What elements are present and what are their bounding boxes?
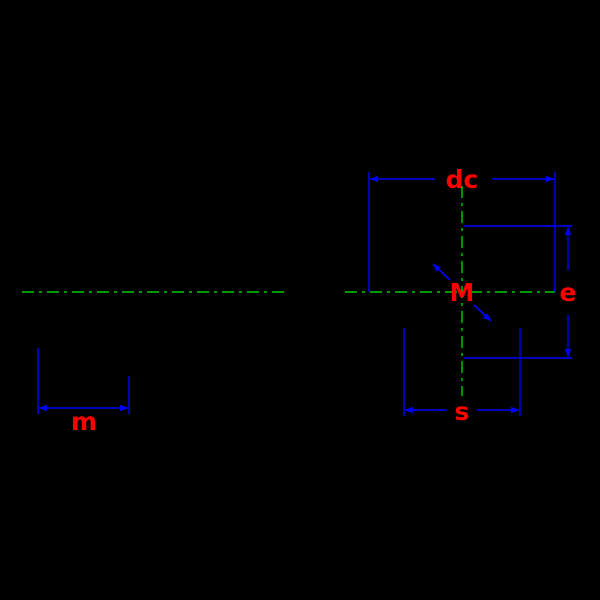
e-dimension <box>464 225 572 359</box>
label-s: s <box>455 397 470 426</box>
s-dimension <box>403 328 521 416</box>
m-dimension <box>37 348 130 414</box>
dc-dimension <box>368 172 556 292</box>
M-arrow-lower-right <box>473 304 492 322</box>
label-dc: dc <box>446 165 479 194</box>
label-m: m <box>71 407 97 436</box>
label-e: e <box>560 278 577 307</box>
label-M: M <box>450 278 475 307</box>
M-leader <box>432 263 492 322</box>
M-arrow-upper-left <box>432 263 451 281</box>
